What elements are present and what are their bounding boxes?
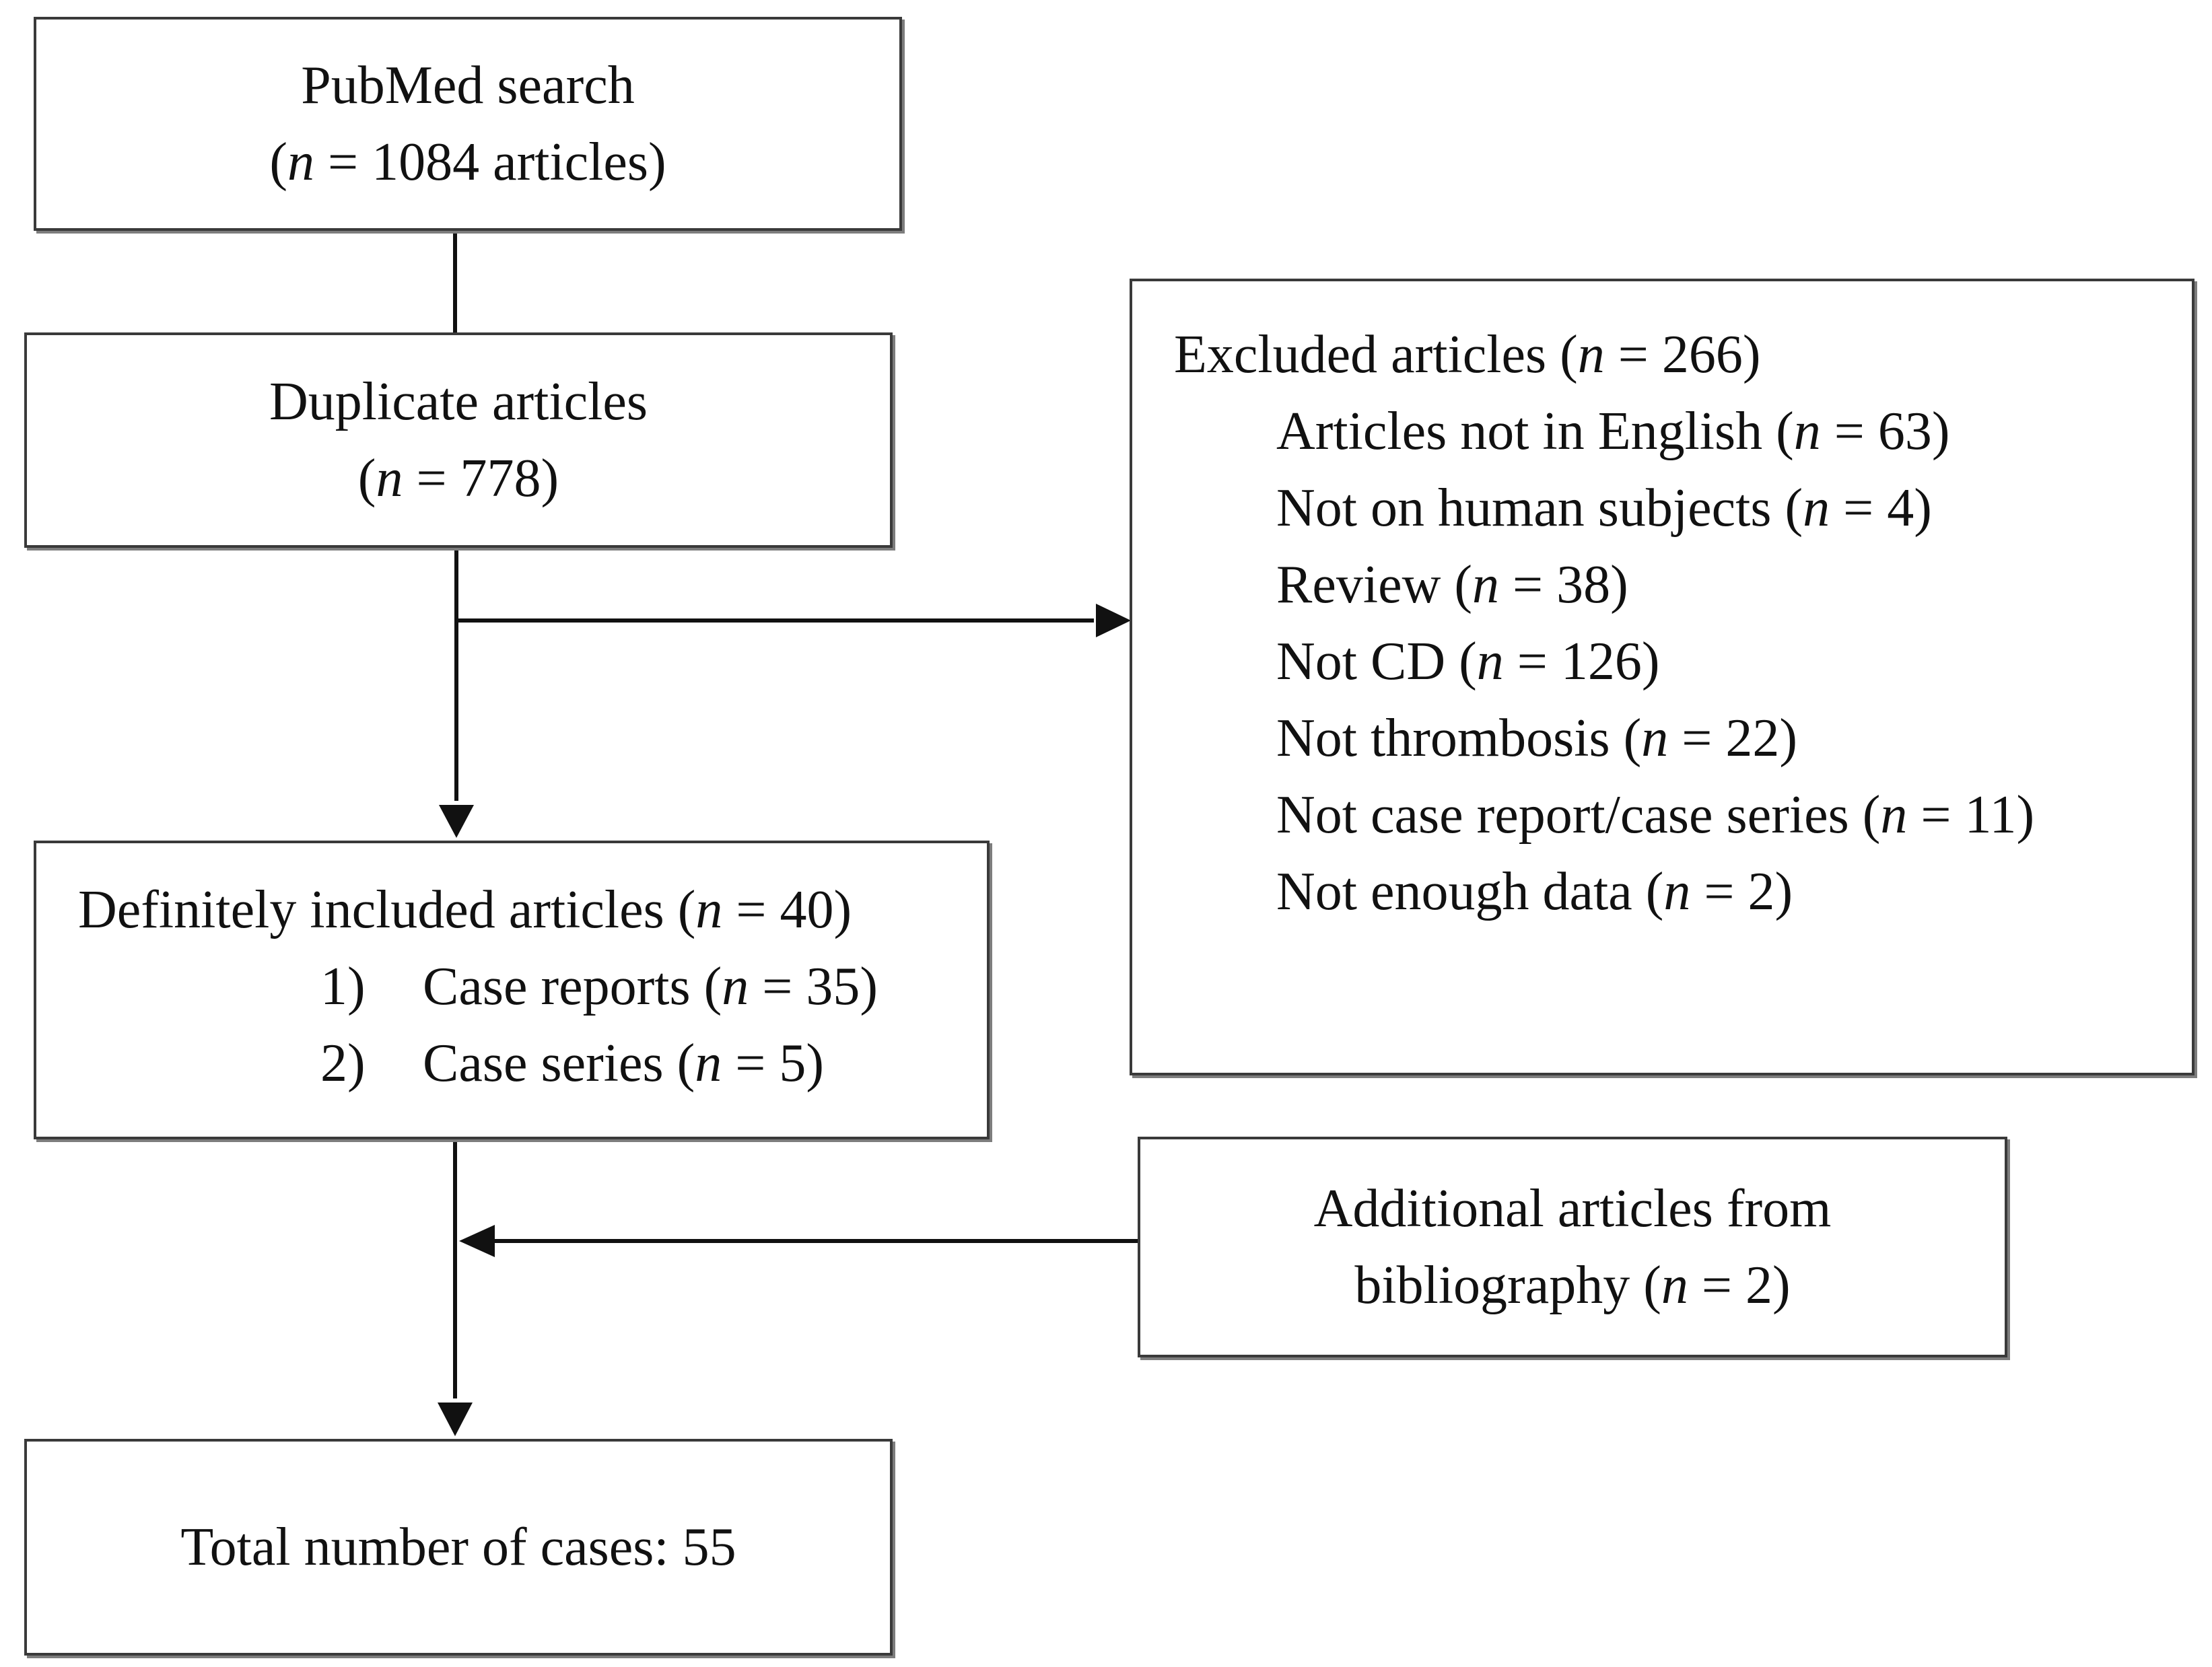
included-item: 2) Case series (n = 5) <box>78 1025 987 1102</box>
included-title-label: Definitely included articles ( <box>78 880 696 939</box>
arrow-head-total <box>438 1403 473 1436</box>
excluded-item-label: Review ( <box>1276 555 1473 614</box>
excluded-title-suffix: = 266) <box>1604 325 1761 384</box>
additional-line-2-suffix: = 2) <box>1688 1256 1791 1315</box>
excluded-item-n: n <box>1663 862 1691 921</box>
pubmed-n: n <box>287 133 314 192</box>
excluded-item-count: = 11) <box>1907 785 2035 845</box>
duplicate-count: (n = 778) <box>358 440 559 517</box>
excluded-item-n: n <box>1472 555 1500 614</box>
included-title-n: n <box>695 880 723 939</box>
arrow-head-included <box>439 805 474 838</box>
pubmed-count-prefix: ( <box>269 133 287 192</box>
arrow-head-excluded <box>1096 604 1131 637</box>
excluded-item-count: = 126) <box>1503 632 1660 691</box>
additional-line-1: Additional articles from <box>1313 1179 1832 1238</box>
included-item-count: = 35) <box>749 957 878 1016</box>
excluded-item: Not enough data (n = 2) <box>1174 853 2192 930</box>
excluded-item-count: = 2) <box>1690 862 1793 921</box>
duplicate-articles-box: Duplicate articles (n = 778) <box>24 332 893 548</box>
pubmed-title: PubMed search <box>301 56 635 115</box>
included-item-number: 2) <box>320 1034 366 1093</box>
excluded-item-label: Not case report/case series ( <box>1276 785 1881 845</box>
duplicate-n: n <box>376 449 403 508</box>
excluded-item-n: n <box>1793 402 1821 461</box>
included-item-count: = 5) <box>722 1034 825 1093</box>
additional-line-2-prefix: bibliography ( <box>1354 1256 1661 1315</box>
excluded-item: Not CD (n = 126) <box>1174 623 2192 700</box>
pubmed-search-box: PubMed search (n = 1084 articles) <box>34 17 902 231</box>
included-item: 1) Case reports (n = 35) <box>78 948 987 1025</box>
excluded-item-n: n <box>1476 632 1504 691</box>
excluded-item: Not thrombosis (n = 22) <box>1174 700 2192 777</box>
excluded-item-count: = 22) <box>1668 709 1797 768</box>
excluded-item: Not on human subjects (n = 4) <box>1174 470 2192 546</box>
included-item-n: n <box>722 957 749 1016</box>
excluded-item: Review (n = 38) <box>1174 546 2192 623</box>
included-item-label: Case reports ( <box>423 957 722 1016</box>
included-item-label: Case series ( <box>423 1034 695 1093</box>
additional-articles-box: Additional articles from bibliography (n… <box>1138 1137 2007 1357</box>
additional-line-2: bibliography (n = 2) <box>1354 1247 1790 1324</box>
included-title: Definitely included articles (n = 40) <box>78 872 987 948</box>
excluded-item-n: n <box>1803 478 1830 538</box>
excluded-item-label: Not CD ( <box>1276 632 1477 691</box>
included-articles-box: Definitely included articles (n = 40) 1)… <box>34 841 990 1139</box>
additional-n: n <box>1661 1256 1688 1315</box>
duplicate-count-suffix: = 778) <box>403 449 559 508</box>
included-item-number: 1) <box>320 957 366 1016</box>
excluded-item: Not case report/case series (n = 11) <box>1174 777 2192 853</box>
excluded-articles-box: Excluded articles (n = 266) Articles not… <box>1130 279 2194 1075</box>
excluded-title-label: Excluded articles ( <box>1174 325 1578 384</box>
pubmed-count-suffix: = 1084 articles) <box>314 133 666 192</box>
pubmed-count: (n = 1084 articles) <box>269 124 666 201</box>
included-title-suffix: = 40) <box>722 880 852 939</box>
total-label: Total number of cases: 55 <box>180 1518 736 1577</box>
included-item-n: n <box>695 1034 722 1093</box>
arrow-head-additional <box>459 1225 495 1257</box>
excluded-item-label: Not thrombosis ( <box>1276 709 1642 768</box>
excluded-title: Excluded articles (n = 266) <box>1174 316 2192 393</box>
excluded-item-label: Not on human subjects ( <box>1276 478 1803 538</box>
excluded-item: Articles not in English (n = 63) <box>1174 393 2192 470</box>
excluded-item-count: = 63) <box>1820 402 1950 461</box>
duplicate-title: Duplicate articles <box>269 372 648 431</box>
total-cases-box: Total number of cases: 55 <box>24 1439 893 1656</box>
excluded-item-n: n <box>1641 709 1669 768</box>
excluded-item-label: Articles not in English ( <box>1276 402 1794 461</box>
duplicate-count-prefix: ( <box>357 449 376 508</box>
excluded-item-count: = 4) <box>1830 478 1932 538</box>
excluded-item-label: Not enough data ( <box>1276 862 1664 921</box>
excluded-item-count: = 38) <box>1499 555 1628 614</box>
excluded-title-n: n <box>1577 325 1605 384</box>
excluded-item-n: n <box>1880 785 1908 845</box>
